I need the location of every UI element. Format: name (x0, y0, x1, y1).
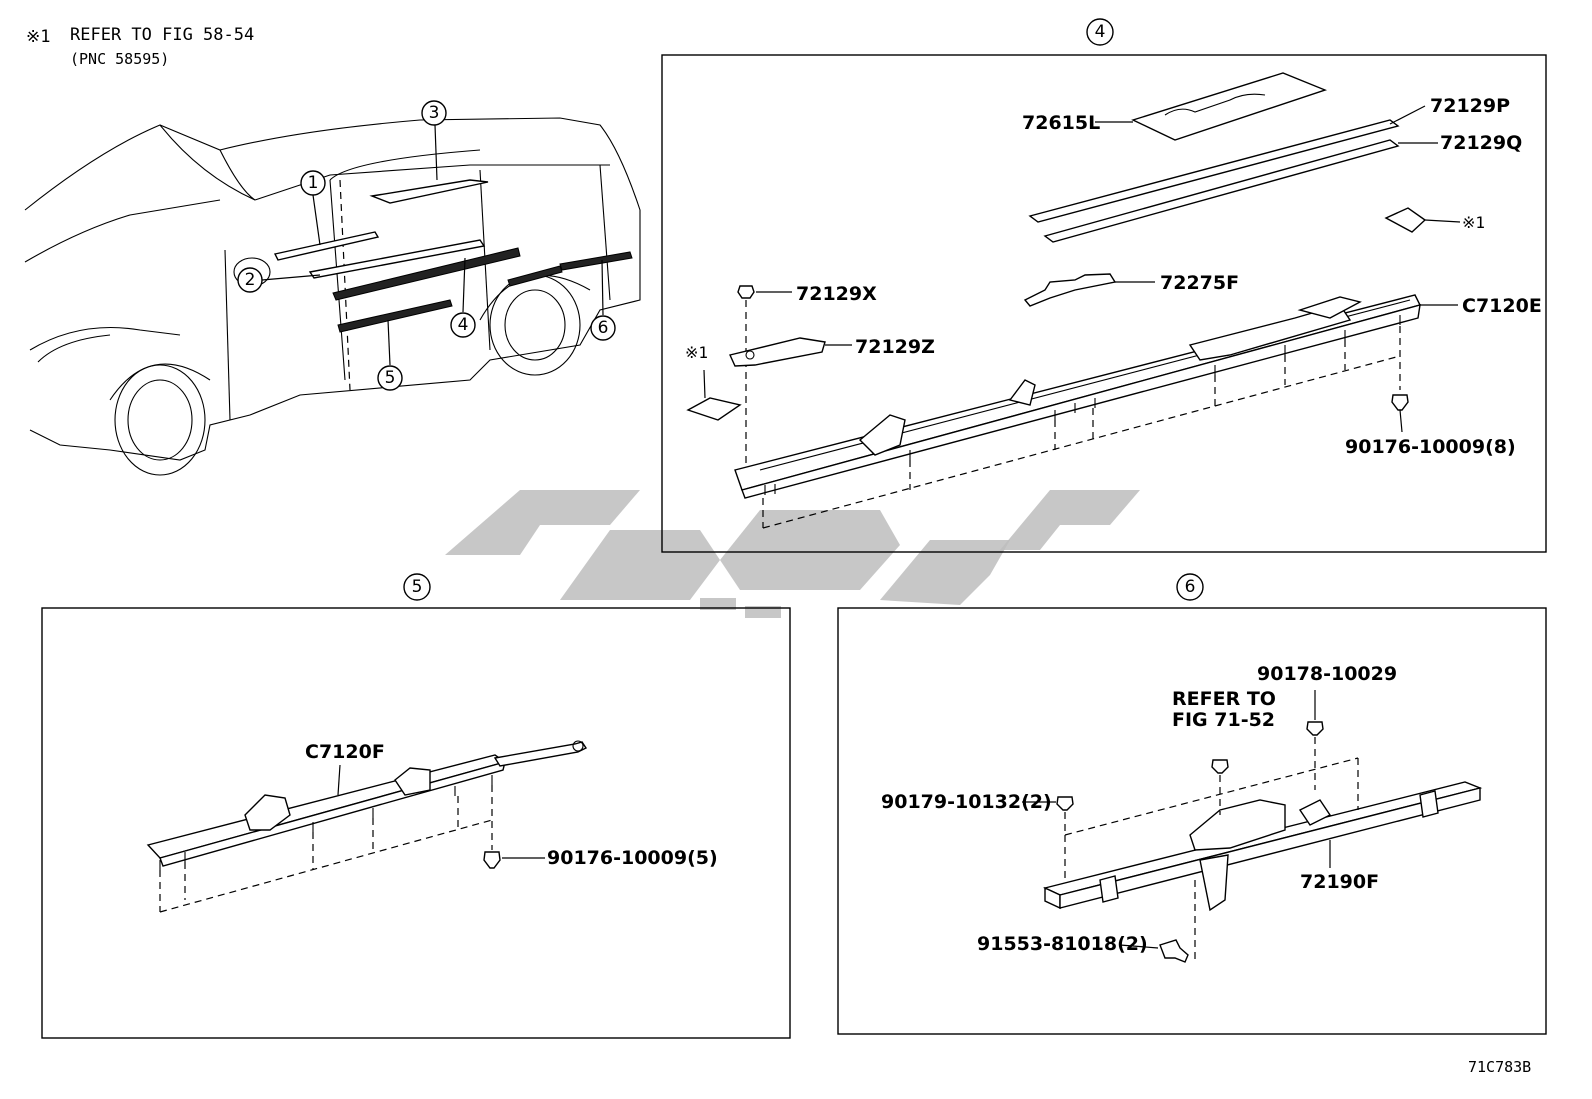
panel5-label-C7120F: C7120F (305, 741, 385, 763)
panel4-frame (661, 54, 1547, 553)
panel4-parts (686, 72, 1461, 529)
panel5-frame (41, 607, 791, 1039)
panel4-label-72129Q: 72129Q (1440, 132, 1522, 154)
panel4-label-C7120E: C7120E (1462, 295, 1542, 317)
panel4-label-72615L: 72615L (1022, 112, 1100, 134)
panel4-label-72275F: 72275F (1160, 272, 1239, 294)
panel6-label-91553: 91553-81018(2) (977, 933, 1148, 955)
panel5-parts (146, 740, 588, 913)
panel6-label-72190F: 72190F (1300, 871, 1379, 893)
panel4-ref-1b: ※1 (685, 343, 708, 362)
panel4-label-72129P: 72129P (1430, 95, 1510, 117)
panel4-number: 4 (1095, 22, 1106, 42)
overview-callout-5: 5 (385, 368, 396, 388)
panel4-label-72129X: 72129X (796, 283, 877, 305)
overview-callout-4: 4 (458, 315, 469, 335)
overview-callout-6: 6 (598, 318, 609, 338)
watermark-logo (445, 490, 1140, 618)
panel6-number: 6 (1185, 577, 1196, 597)
figure-id: 71C783B (1468, 1058, 1531, 1076)
panel6-number-circle (1176, 573, 1204, 601)
vehicle-overview (24, 100, 641, 476)
overview-callout-2: 2 (245, 270, 256, 290)
panel6-frame (837, 607, 1547, 1035)
panel6-label-90179: 90179-10132(2) (881, 791, 1052, 813)
panel6-refer-line2: FIG 71-52 (1172, 709, 1275, 731)
note-mark: ※1 (26, 27, 50, 47)
overview-callout-3: 3 (429, 103, 440, 123)
note-line2: (PNC 58595) (70, 50, 169, 68)
panel5-label-90176: 90176-10009(5) (547, 847, 718, 869)
panel6-parts (1022, 690, 1483, 963)
panel6-label-90178: 90178-10029 (1257, 663, 1397, 685)
panel6-refer-line1: REFER TO (1172, 688, 1276, 710)
panel5-number: 5 (412, 577, 423, 597)
panel4-ref-1a: ※1 (1462, 213, 1485, 232)
panel4-label-90176: 90176-10009(8) (1345, 436, 1516, 458)
note-line1: REFER TO FIG 58-54 (70, 25, 254, 45)
panel4-number-circle (1086, 18, 1114, 46)
overview-callout-1: 1 (308, 173, 319, 193)
panel4-label-72129Z: 72129Z (855, 336, 935, 358)
panel5-number-circle (403, 573, 431, 601)
